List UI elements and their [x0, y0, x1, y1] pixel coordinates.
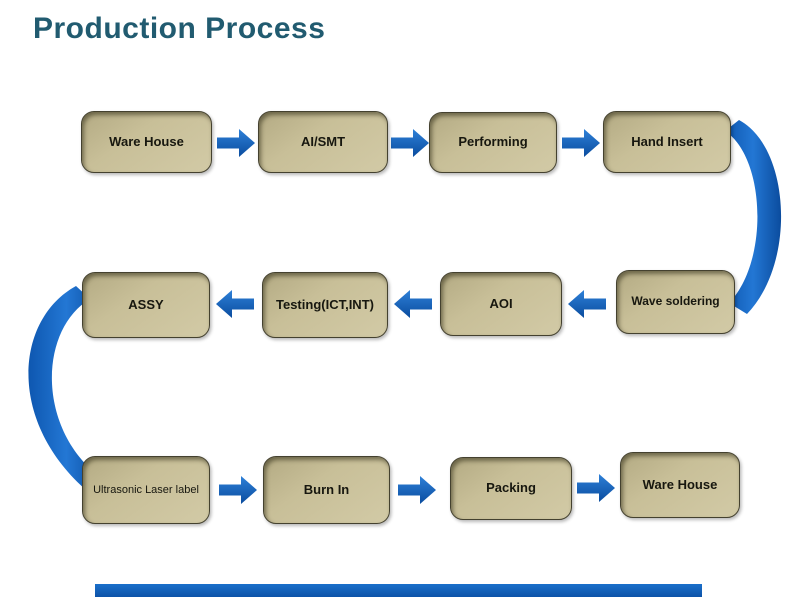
process-box-ai-smt: AI/SMT [258, 111, 388, 173]
process-box-testing-ict-int: Testing(ICT,INT) [262, 272, 388, 338]
curved-arrow-right-side [725, 120, 782, 314]
process-box-ware-house-end: Ware House [620, 452, 740, 518]
flow-arrow-left-2 [394, 290, 432, 318]
process-box-ultrasonic-laser-label: Ultrasonic Laser label [82, 456, 210, 524]
process-box-packing: Packing [450, 457, 572, 520]
process-box-burn-in: Burn In [263, 456, 390, 524]
flow-arrow-right-6 [577, 474, 615, 502]
flow-arrow-left-3 [568, 290, 606, 318]
process-box-ware-house-start: Ware House [81, 111, 212, 173]
process-box-performing: Performing [429, 112, 557, 173]
process-box-assy: ASSY [82, 272, 210, 338]
process-box-wave-soldering: Wave soldering [616, 270, 735, 334]
footer-accent-bar [95, 584, 702, 597]
page-title: Production Process [33, 12, 326, 45]
flow-arrow-left-1 [216, 290, 254, 318]
flow-arrow-right-3 [562, 129, 600, 157]
flow-arrow-right-5 [398, 476, 436, 504]
process-box-hand-insert: Hand Insert [603, 111, 731, 173]
curved-arrow-left-side [28, 286, 104, 495]
flow-arrow-right-4 [219, 476, 257, 504]
process-box-aoi: AOI [440, 272, 562, 336]
flow-arrow-right-2 [391, 129, 429, 157]
flow-arrow-right-1 [217, 129, 255, 157]
